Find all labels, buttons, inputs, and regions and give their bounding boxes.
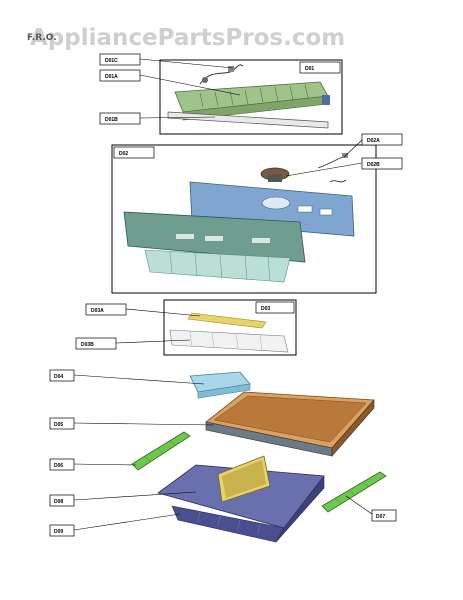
d02b-label: D02B [367, 162, 380, 168]
d03a-label-box [85, 303, 127, 316]
header-text: F.R.O. [27, 33, 57, 43]
d02a-label-box [361, 133, 403, 146]
d09-leader-line [73, 513, 181, 531]
d03a-leader-line [125, 308, 201, 317]
d05-label: D05 [54, 422, 63, 428]
d01a-label: D01A [105, 74, 118, 80]
d06-label-box [49, 458, 75, 471]
d03-group-frame [163, 299, 297, 356]
d05-orange-shelf [205, 391, 375, 457]
d09-label-box [49, 524, 75, 537]
d01-label-box [299, 61, 341, 74]
d04-leader-line [73, 374, 205, 385]
d03-label: D03 [261, 306, 270, 312]
d02a-leader-line [343, 139, 363, 158]
d03b-leader-line [115, 339, 191, 344]
d03a-yellow-strip [187, 312, 267, 329]
d01c-label: D01C [105, 58, 118, 64]
d01a-label-box [99, 69, 141, 82]
d04-small-tray [189, 371, 251, 399]
d04-label: D04 [54, 374, 63, 380]
watermark-text: AppliancePartsPros.com [30, 25, 345, 51]
d02-teal-front-panel [123, 211, 306, 263]
d07-green-rail [321, 471, 387, 513]
d01b-label-box [99, 112, 141, 125]
d03-label-box [255, 301, 295, 314]
d01b-leader-line [139, 116, 216, 119]
d02-label-box [113, 146, 155, 159]
d07-label: D07 [376, 514, 385, 520]
d08-label-box [49, 494, 75, 507]
d08-divider [217, 455, 271, 503]
d01b-label: D01B [105, 117, 118, 123]
d02b-fan-motor [260, 167, 290, 182]
d07-label-box [371, 509, 397, 522]
d07-leader-line [345, 495, 373, 515]
d03b-label: D03B [81, 342, 94, 348]
d09-label: D09 [54, 529, 63, 535]
d09-navy-bin [157, 464, 325, 543]
d01-label: D01 [305, 66, 314, 72]
d08-leader-line [73, 491, 197, 501]
d02-louver-vents [144, 249, 291, 283]
d01c-label-box [99, 53, 141, 66]
d03b-clear-tray [169, 329, 289, 353]
d06-leader-line [73, 463, 137, 466]
d02a-sensor-wire [317, 153, 348, 183]
d01a-leader-line [139, 74, 241, 96]
d04-label-box [49, 369, 75, 382]
d01c-wire-harness [199, 64, 244, 85]
d01b-bottom-strip [167, 111, 329, 129]
d05-leader-line [73, 422, 215, 426]
d02b-leader-line [285, 162, 363, 177]
d02a-label: D02A [367, 138, 380, 144]
d06-label: D06 [54, 463, 63, 469]
d03a-label: D03A [91, 308, 104, 314]
d05-label-box [49, 417, 75, 430]
d06-green-rail [131, 431, 191, 471]
d01c-leader-line [139, 58, 234, 69]
d02-label: D02 [119, 151, 128, 157]
d03b-label-box [75, 337, 117, 350]
d02b-label-box [361, 157, 403, 170]
d01-group-frame [159, 59, 343, 135]
d02-group-frame [111, 144, 377, 294]
d08-label: D08 [54, 499, 63, 505]
